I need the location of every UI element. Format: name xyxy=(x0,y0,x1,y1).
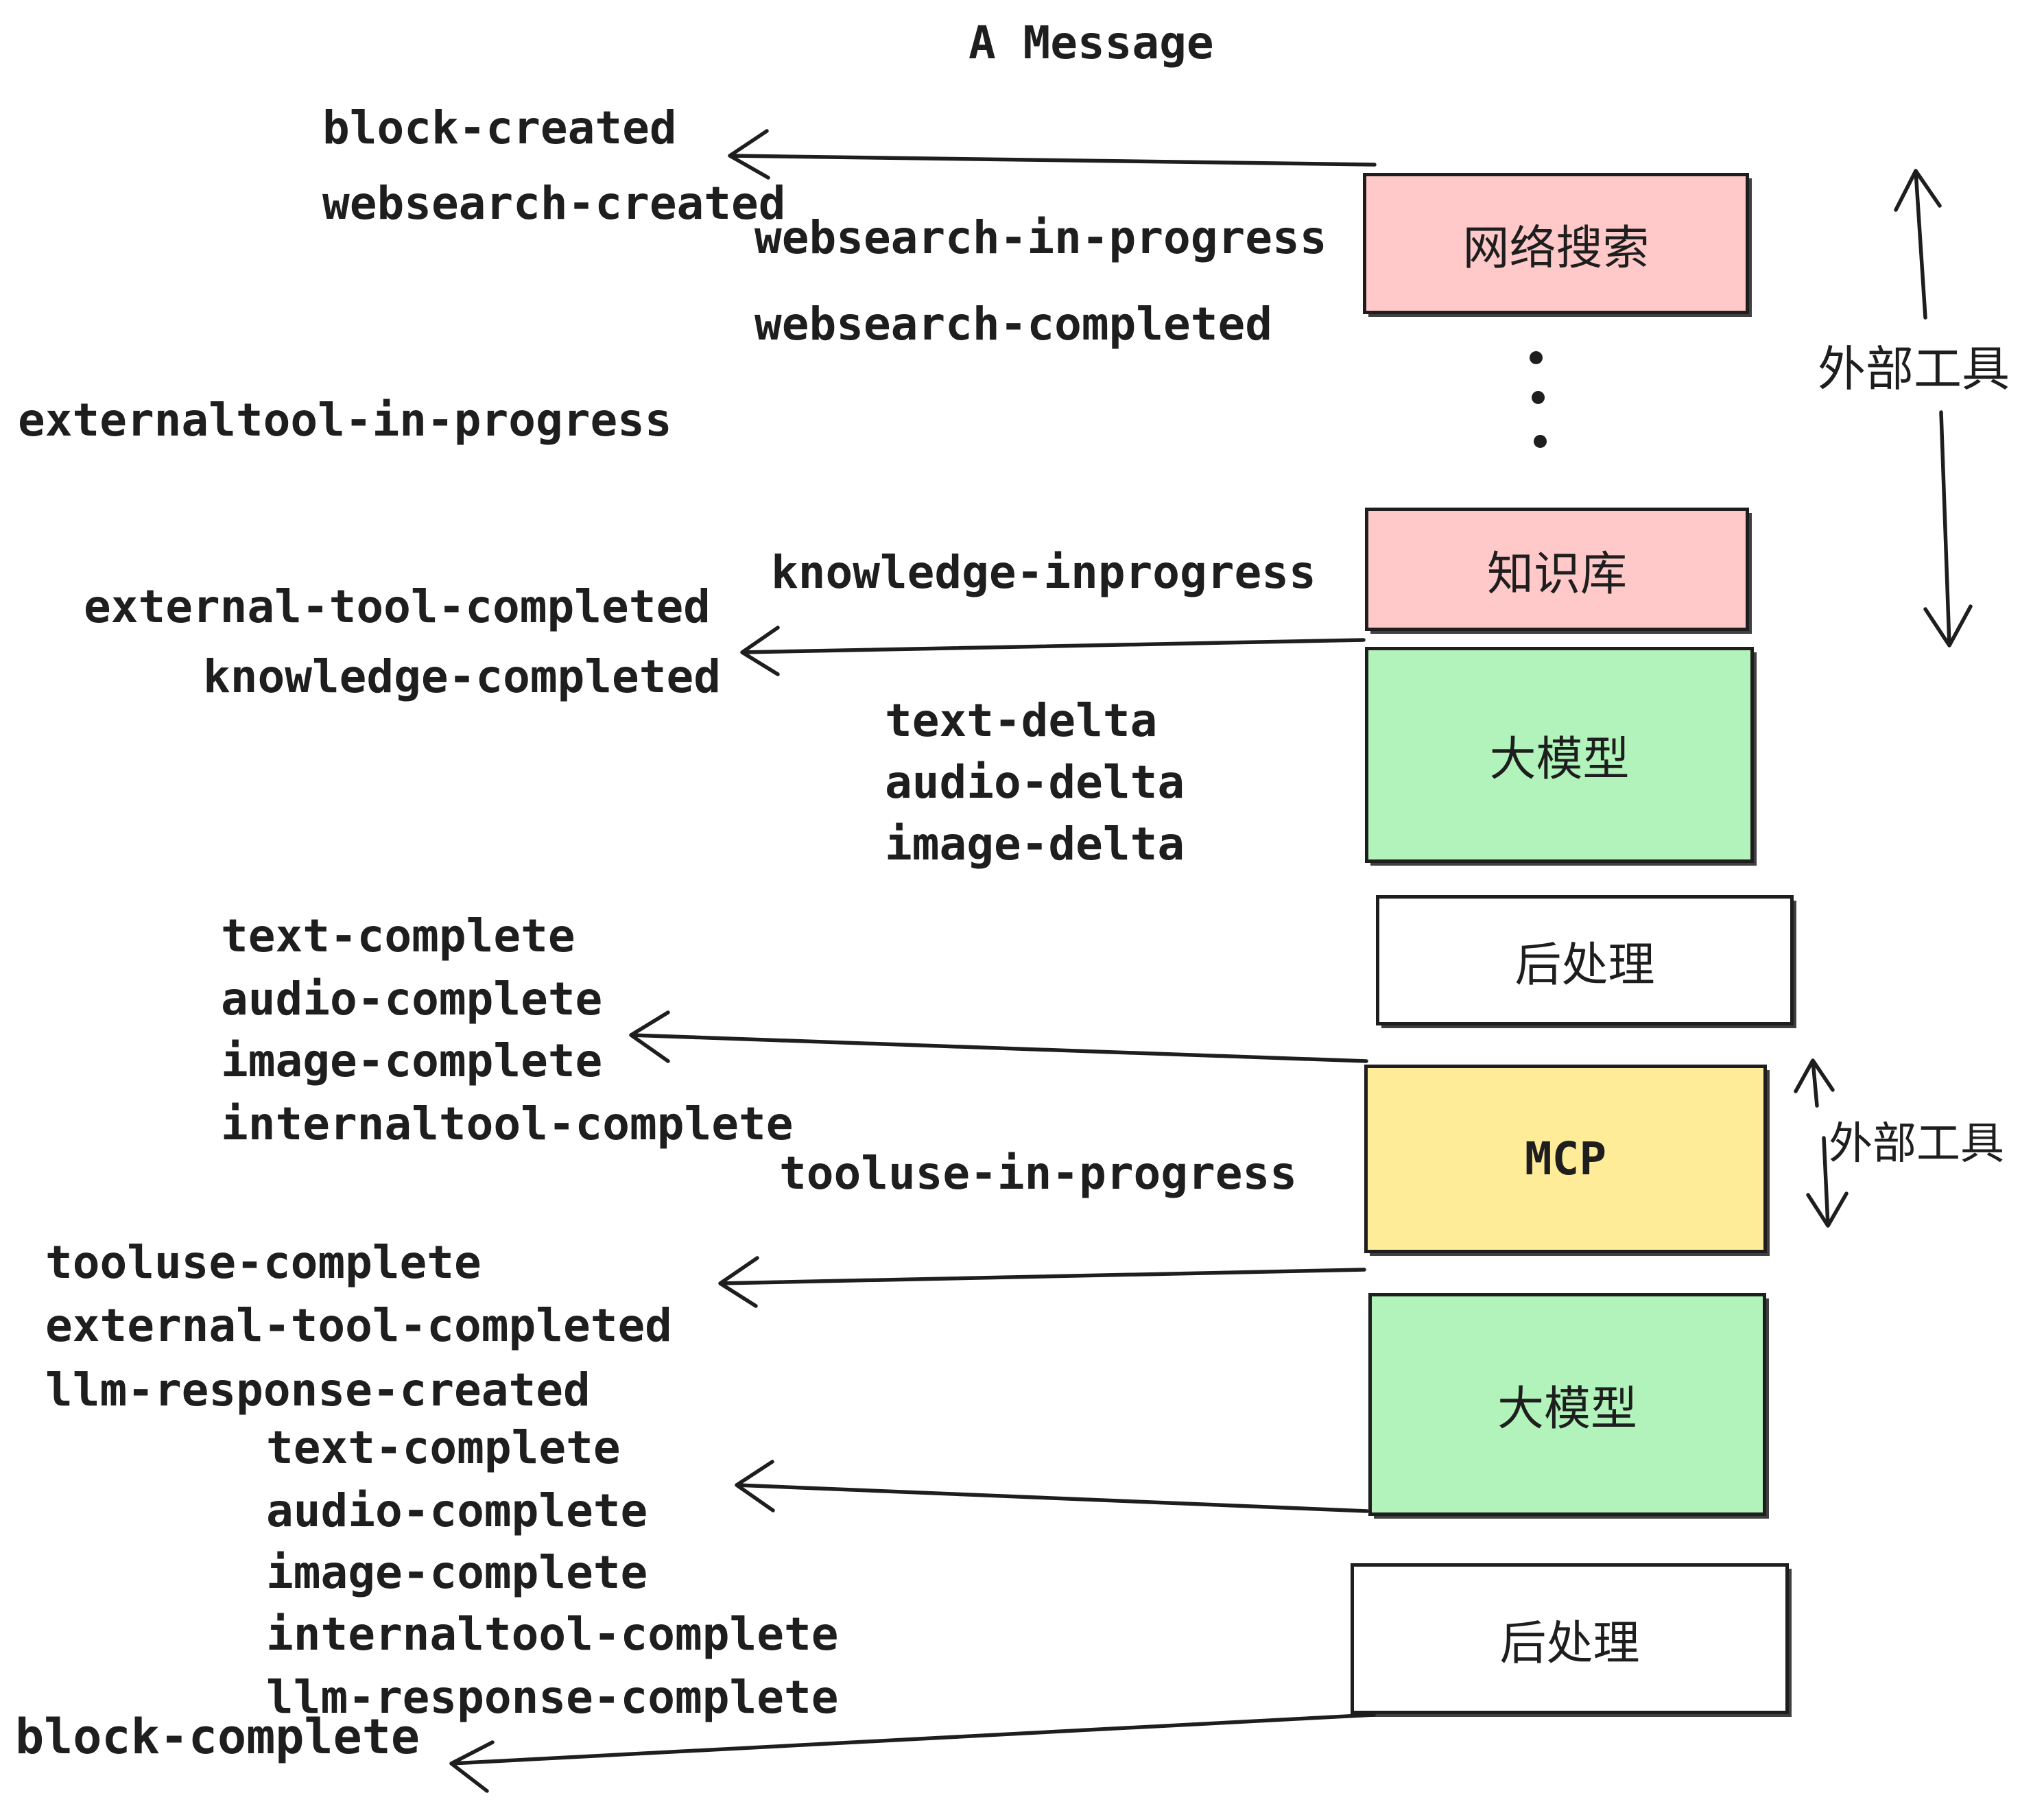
event-knowledge-inprogress: knowledge-inprogress xyxy=(771,546,1316,599)
external-tools-up-arrow-2 xyxy=(1794,1058,1835,1108)
event-llm-response-complete: llm-response-complete xyxy=(266,1671,839,1724)
event-websearch-in-progress: websearch-in-progress xyxy=(754,211,1327,264)
event-llm-response-created: llm-response-created xyxy=(45,1364,591,1416)
event-audio-delta-1: audio-delta xyxy=(885,756,1185,809)
arrow-to-websearch-created xyxy=(728,129,1377,180)
event-block-created: block-created xyxy=(322,102,677,154)
ellipsis-dot-icon xyxy=(1534,435,1547,448)
arrow-to-block-complete xyxy=(449,1713,1376,1793)
event-text-delta-1: text-delta xyxy=(885,694,1158,747)
box-knowledge: 知识库 xyxy=(1365,508,1749,631)
box-llm-2-label: 大模型 xyxy=(1497,1383,1637,1435)
box-post-processing-2: 后处理 xyxy=(1351,1563,1789,1714)
box-post-processing-1: 后处理 xyxy=(1376,895,1794,1025)
external-tools-label-2: 外部工具 xyxy=(1829,1119,2004,1168)
arrow-to-image-complete xyxy=(629,1010,1368,1063)
external-tools-up-arrow-1 xyxy=(1894,169,1942,320)
box-mcp: MCP xyxy=(1364,1065,1767,1253)
external-tools-down-arrow-2 xyxy=(1806,1136,1849,1228)
ellipsis-dot-icon xyxy=(1532,391,1545,404)
event-externaltool-in-progress: externaltool-in-progress xyxy=(18,394,672,447)
event-websearch-completed: websearch-completed xyxy=(754,298,1272,351)
event-text-complete-2: text-complete xyxy=(266,1421,621,1474)
arrow-to-audio-complete xyxy=(735,1460,1369,1513)
box-post-processing-2-label: 后处理 xyxy=(1499,1617,1640,1670)
event-external-tool-completed-1: external-tool-completed xyxy=(84,580,711,633)
box-post-processing-1-label: 后处理 xyxy=(1514,938,1655,991)
arrow-to-tooluse-complete xyxy=(718,1256,1366,1308)
event-tooluse-in-progress: tooluse-in-progress xyxy=(779,1147,1297,1200)
box-websearch: 网络搜索 xyxy=(1363,173,1749,314)
event-external-tool-completed-2: external-tool-completed xyxy=(45,1299,672,1352)
event-image-complete-1: image-complete xyxy=(221,1034,603,1087)
event-internaltool-complete-1: internaltool-complete xyxy=(221,1097,794,1150)
event-internaltool-complete-2: internaltool-complete xyxy=(266,1608,839,1661)
box-llm-1-label: 大模型 xyxy=(1489,733,1630,785)
ellipsis-dot-icon xyxy=(1530,351,1543,364)
external-tools-label-1: 外部工具 xyxy=(1818,342,2010,396)
arrow-to-knowledge-completed xyxy=(740,626,1366,676)
event-knowledge-completed: knowledge-completed xyxy=(203,650,721,703)
event-websearch-created: websearch-created xyxy=(322,177,786,230)
box-mcp-label: MCP xyxy=(1524,1132,1607,1185)
box-llm-2: 大模型 xyxy=(1368,1293,1766,1516)
event-tooluse-complete: tooluse-complete xyxy=(45,1236,482,1289)
box-knowledge-label: 知识库 xyxy=(1486,547,1627,600)
external-tools-down-arrow-1 xyxy=(1923,410,1973,648)
event-image-complete-2: image-complete xyxy=(266,1546,648,1599)
event-audio-complete-2: audio-complete xyxy=(266,1484,648,1537)
box-websearch-label: 网络搜索 xyxy=(1462,222,1650,274)
event-block-complete: block-complete xyxy=(15,1709,420,1765)
event-audio-complete-1: audio-complete xyxy=(221,973,603,1025)
box-llm-1: 大模型 xyxy=(1365,647,1754,863)
diagram-title: A Message xyxy=(968,16,1214,69)
event-text-complete-1: text-complete xyxy=(221,910,575,962)
event-image-delta-1: image-delta xyxy=(885,818,1185,870)
